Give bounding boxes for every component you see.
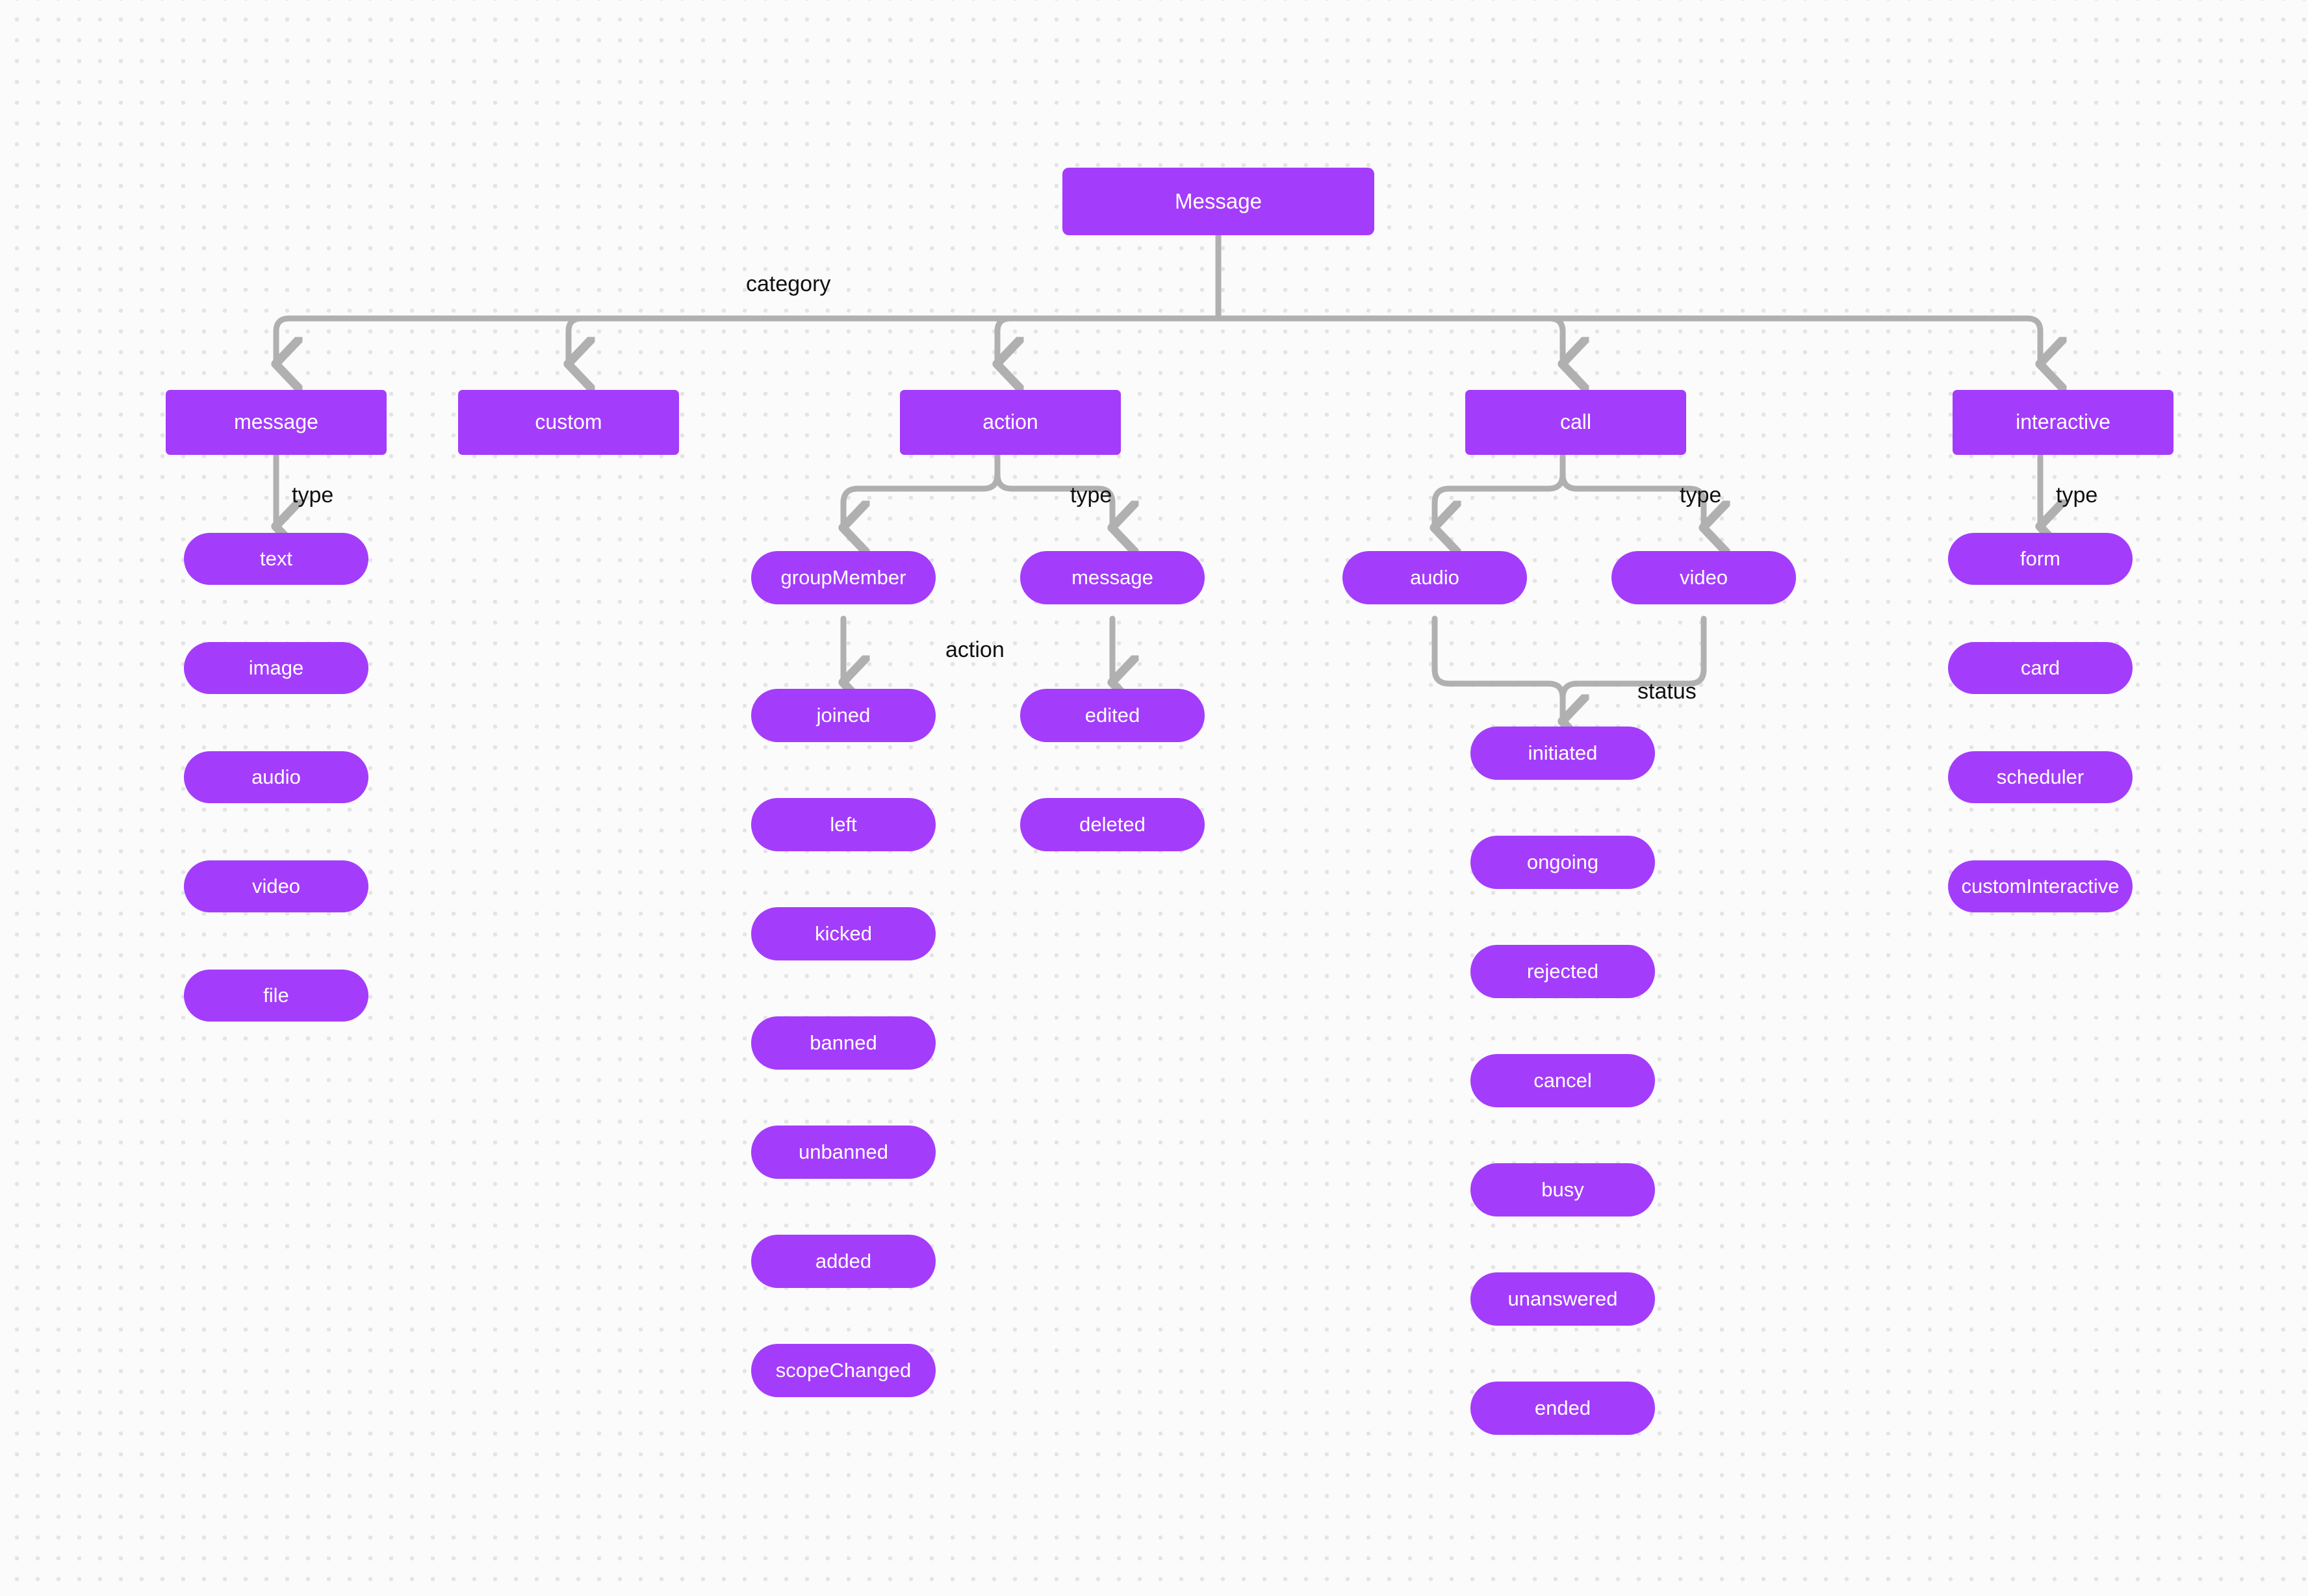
- node-call-status-initiated-label: initiated: [1528, 741, 1598, 764]
- node-groupmember-action-kicked-label: kicked: [815, 921, 872, 945]
- node-message-type-video-label: video: [251, 874, 301, 897]
- node-call-type-audio-label: audio: [1410, 565, 1459, 589]
- node-call-status-ended[interactable]: ended: [1470, 1382, 1655, 1435]
- node-category-call-label: call: [1559, 410, 1591, 434]
- node-interactive-type-custominteractive-label: customInteractive: [1961, 874, 2120, 897]
- node-action-type-message[interactable]: message: [1020, 551, 1205, 604]
- node-call-status-rejected-label: rejected: [1526, 959, 1599, 983]
- node-groupmember-action-left[interactable]: left: [751, 798, 936, 851]
- node-message-type-text-label: text: [260, 547, 292, 570]
- node-message-action-deleted-label: deleted: [1079, 812, 1146, 836]
- edge-label-interactive-type: type: [2056, 483, 2098, 508]
- node-interactive-type-card-label: card: [2020, 656, 2060, 679]
- edge-category-action: [997, 315, 1222, 364]
- node-action-type-message-label: message: [1071, 565, 1153, 589]
- node-call-status-busy-label: busy: [1541, 1178, 1584, 1201]
- node-interactive-type-card[interactable]: card: [1948, 642, 2133, 694]
- node-root-message[interactable]: Message: [1062, 168, 1374, 235]
- node-call-status-cancel[interactable]: cancel: [1470, 1054, 1655, 1107]
- node-call-type-video[interactable]: video: [1611, 551, 1796, 604]
- edge-category-call: [1215, 315, 1563, 364]
- node-category-action-label: action: [982, 410, 1038, 434]
- node-message-action-edited[interactable]: edited: [1020, 689, 1205, 742]
- node-groupmember-action-unbanned-label: unbanned: [799, 1140, 888, 1163]
- node-category-interactive[interactable]: interactive: [1953, 390, 2173, 455]
- edge-label-category: category: [746, 272, 831, 296]
- node-call-status-ongoing[interactable]: ongoing: [1470, 836, 1655, 889]
- edge-category-message: [276, 315, 1222, 364]
- node-groupmember-action-scopechanged-label: scopeChanged: [775, 1358, 912, 1382]
- node-root-message-label: Message: [1175, 188, 1262, 213]
- node-category-custom[interactable]: custom: [458, 390, 679, 455]
- node-groupmember-action-kicked[interactable]: kicked: [751, 907, 936, 960]
- node-groupmember-action-banned-label: banned: [810, 1031, 877, 1054]
- node-call-status-busy[interactable]: busy: [1470, 1163, 1655, 1216]
- node-interactive-type-form[interactable]: form: [1948, 533, 2133, 585]
- node-call-status-unanswered[interactable]: unanswered: [1470, 1272, 1655, 1326]
- node-call-status-rejected[interactable]: rejected: [1470, 945, 1655, 998]
- node-message-action-edited-label: edited: [1084, 703, 1140, 727]
- edge-call-audio: [1435, 452, 1566, 528]
- node-call-status-unanswered-label: unanswered: [1507, 1287, 1618, 1310]
- node-interactive-type-custominteractive[interactable]: customInteractive: [1948, 860, 2133, 912]
- node-message-type-file[interactable]: file: [184, 970, 368, 1022]
- node-groupmember-action-banned[interactable]: banned: [751, 1016, 936, 1070]
- node-category-custom-label: custom: [535, 410, 602, 434]
- node-call-status-initiated[interactable]: initiated: [1470, 727, 1655, 780]
- edge-label-action-type: type: [1070, 483, 1112, 508]
- node-category-action[interactable]: action: [900, 390, 1121, 455]
- node-groupmember-action-scopechanged[interactable]: scopeChanged: [751, 1344, 936, 1397]
- node-interactive-type-form-label: form: [2020, 547, 2060, 570]
- node-category-call[interactable]: call: [1465, 390, 1686, 455]
- node-category-interactive-label: interactive: [2016, 410, 2110, 434]
- edge-category-custom: [569, 315, 1222, 364]
- node-call-type-video-label: video: [1679, 565, 1728, 589]
- node-groupmember-action-joined-label: joined: [816, 703, 871, 727]
- node-message-type-text[interactable]: text: [184, 533, 368, 585]
- node-action-type-groupmember-label: groupMember: [780, 565, 906, 589]
- node-interactive-type-scheduler[interactable]: scheduler: [1948, 751, 2133, 803]
- edge-label-call-type: type: [1680, 483, 1722, 508]
- node-call-status-cancel-label: cancel: [1533, 1068, 1592, 1092]
- edge-video-initiated: [1563, 615, 1707, 721]
- node-groupmember-action-added[interactable]: added: [751, 1235, 936, 1288]
- edge-action-groupmember: [843, 452, 1001, 528]
- node-message-type-audio-label: audio: [251, 765, 301, 788]
- node-message-type-file-label: file: [263, 983, 289, 1007]
- node-message-type-video[interactable]: video: [184, 860, 368, 912]
- edge-label-action-action: action: [945, 637, 1005, 662]
- edge-category-interactive: [1215, 315, 2040, 364]
- node-message-type-audio[interactable]: audio: [184, 751, 368, 803]
- node-groupmember-action-left-label: left: [830, 812, 857, 836]
- node-call-type-audio[interactable]: audio: [1342, 551, 1527, 604]
- node-groupmember-action-added-label: added: [815, 1249, 872, 1272]
- node-call-status-ongoing-label: ongoing: [1526, 850, 1599, 873]
- edge-label-message-type: type: [292, 483, 334, 508]
- node-message-action-deleted[interactable]: deleted: [1020, 798, 1205, 851]
- node-call-status-ended-label: ended: [1534, 1396, 1591, 1419]
- node-category-message-label: message: [234, 410, 318, 434]
- node-message-type-image-label: image: [248, 656, 304, 679]
- edge-audio-initiated: [1431, 615, 1563, 721]
- edge-label-call-status: status: [1637, 679, 1697, 704]
- node-action-type-groupmember[interactable]: groupMember: [751, 551, 936, 604]
- node-message-type-image[interactable]: image: [184, 642, 368, 694]
- node-interactive-type-scheduler-label: scheduler: [1996, 765, 2084, 788]
- node-category-message[interactable]: message: [166, 390, 387, 455]
- node-groupmember-action-joined[interactable]: joined: [751, 689, 936, 742]
- node-groupmember-action-unbanned[interactable]: unbanned: [751, 1126, 936, 1179]
